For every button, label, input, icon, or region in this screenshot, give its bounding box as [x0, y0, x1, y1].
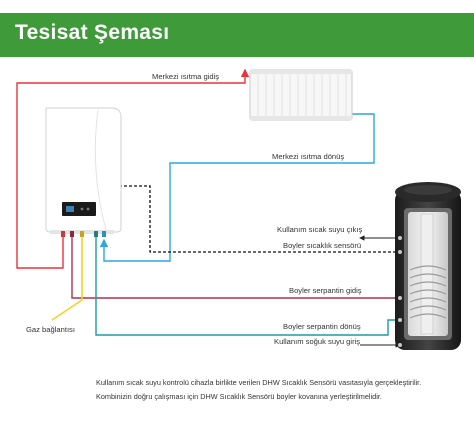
coil-return-pipe: [95, 232, 396, 336]
label-hot-water-outlet: Kullanım sıcak suyu çıkış: [277, 225, 363, 234]
footer-note-line-2: Kombinizin doğru çalışması için DHW Sıca…: [96, 392, 382, 401]
title-banner: Tesisat Şeması: [0, 13, 474, 57]
gas-pipe: [51, 232, 83, 321]
label-coil-supply: Boyler serpantin gidiş: [289, 286, 362, 295]
radiator-icon: [249, 69, 353, 121]
label-cold-water-inlet: Kullanım soğuk suyu giriş: [274, 337, 361, 346]
coil-supply-pipe: [71, 232, 396, 299]
label-boiler-sensor: Boyler sıcaklık sensörü: [283, 241, 362, 250]
combi-boiler-icon: [45, 107, 122, 237]
label-coil-return: Boyler serpantin dönüş: [283, 322, 361, 331]
label-central-heating-return: Merkezi ısıtma dönüş: [272, 152, 345, 161]
label-gas-connection: Gaz bağlantısı: [26, 325, 75, 334]
label-central-heating-supply: Merkezi ısıtma gidiş: [152, 72, 220, 81]
central-heating-supply-pipe: [16, 68, 250, 269]
footer-note-line-1: Kullanım sıcak suyu kontrolü cihazla bir…: [96, 378, 422, 387]
hot-water-tank-icon: [395, 182, 461, 350]
central-heating-return-pipe: [99, 113, 375, 262]
boiler-sensor-cable: [114, 185, 402, 253]
page-title: Tesisat Şeması: [15, 21, 170, 44]
